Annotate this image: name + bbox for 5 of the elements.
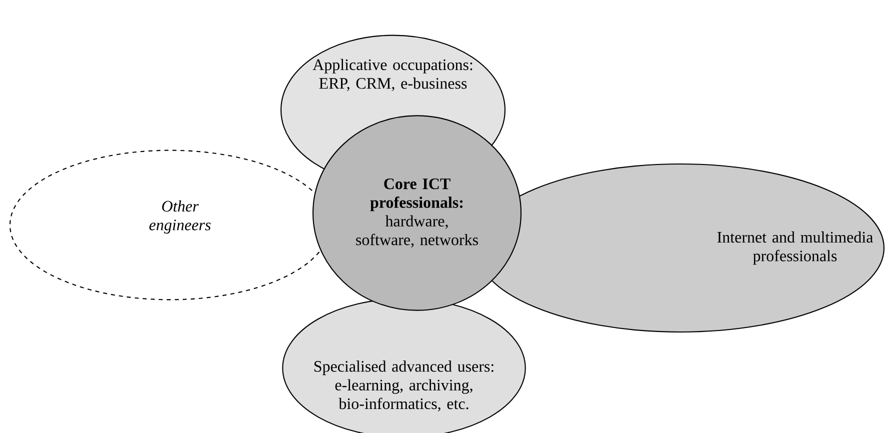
- ellipse-label: Applicative occupations: ERP, CRM, e-business: [312, 58, 472, 92]
- ellipse-label: Specialised advanced users: e-learning, archiving, bio-informatics, etc.: [314, 360, 494, 412]
- ellipse-label: Other engineers: [149, 200, 211, 234]
- ellipse-label: Internet and multimedia professionals: [717, 231, 873, 265]
- ellipse-label: Core ICT professionals: hardware, software, networks: [356, 178, 478, 248]
